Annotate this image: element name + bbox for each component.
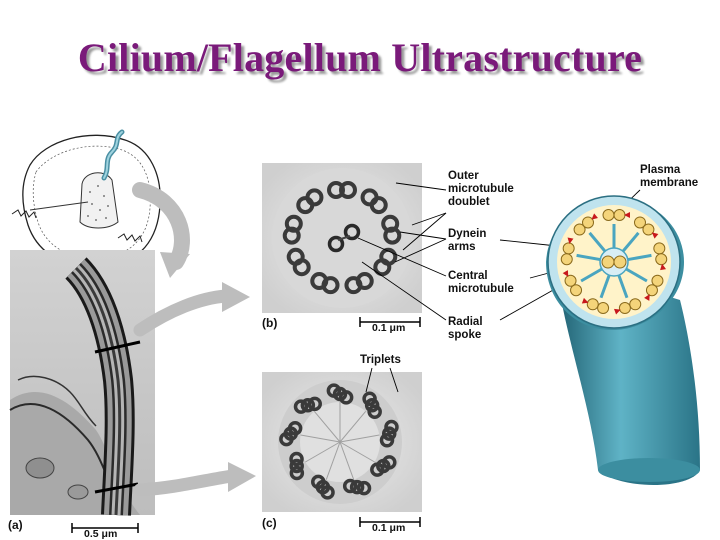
triplet-tubule	[379, 433, 395, 448]
label-outer-microtubule-doublet: Outer microtubule doublet	[448, 170, 514, 208]
doublet-tubule	[645, 284, 658, 297]
panel-label-b: (b)	[262, 316, 278, 330]
triplet-tubule	[342, 478, 358, 494]
cilium-3d-model	[546, 195, 700, 485]
scale-label-b: 0.1 μm	[372, 322, 406, 334]
radial-spoke	[617, 274, 629, 299]
triplet-tubule	[300, 397, 316, 413]
triplet-tubule	[338, 390, 354, 405]
doublet-tubule	[344, 276, 363, 295]
cartwheel-spoke	[339, 441, 355, 480]
doublet-tubule	[564, 274, 577, 287]
scale-label-c: 0.1 μm	[372, 522, 406, 534]
triplet-tubule	[370, 462, 385, 477]
doublet-tubule	[373, 258, 392, 277]
panel-label-a: (a)	[8, 518, 23, 532]
doublet-tubule	[629, 298, 642, 311]
doublet-tubule	[573, 223, 586, 236]
radial-spoke	[627, 253, 652, 262]
doublet-tubule	[651, 274, 664, 287]
cell-sketch	[11, 129, 161, 270]
doublet-tubule	[310, 272, 329, 291]
triplet-tubule	[356, 480, 372, 496]
doublet-tubule	[562, 242, 575, 255]
panel-label-c: (c)	[262, 516, 277, 530]
doublet-tubule	[618, 302, 631, 315]
dynein-arm	[660, 263, 667, 271]
triplet-tubule	[289, 465, 305, 481]
doublet-tubule	[305, 188, 324, 207]
label-triplets: Triplets	[360, 354, 401, 366]
triplet-tubule	[307, 396, 322, 412]
doublet-tubule	[655, 253, 668, 266]
doublet-tubule	[602, 209, 615, 221]
radial-spoke	[599, 274, 611, 299]
radial-spoke	[621, 231, 640, 253]
triplet-tubule	[311, 474, 326, 490]
cartwheel-spoke	[339, 441, 375, 463]
cartwheel-spoke	[325, 441, 341, 480]
dynein-arm	[624, 212, 630, 218]
dynein-arm	[644, 294, 650, 301]
triplets-pointers	[365, 367, 399, 393]
triplet-tubule	[293, 399, 309, 414]
doublet-tubule	[560, 253, 573, 266]
radial-spoke	[625, 267, 648, 283]
radial-spoke	[588, 231, 607, 253]
triplet-tubule	[287, 420, 303, 436]
em-panel-b	[262, 163, 422, 327]
scale-label-a: 0.5 μm	[84, 528, 118, 540]
triplet-tubule	[289, 458, 304, 474]
radial-spoke	[580, 267, 603, 283]
doublet-tubule	[284, 214, 303, 233]
label-plasma-membrane: Plasma membrane	[640, 164, 699, 189]
triplet-tubule	[384, 419, 399, 435]
label-radial-spoke: Radial spoke	[448, 316, 483, 341]
cartwheel-spoke	[305, 441, 341, 463]
triplet-tubule	[349, 479, 365, 495]
doublet-tubule	[286, 247, 305, 266]
dynein-arm	[614, 308, 621, 315]
triplet-tubule	[367, 404, 382, 419]
doublet-tubule	[633, 216, 646, 229]
dynein-arm	[581, 297, 589, 304]
cartwheel-spoke	[300, 434, 341, 443]
arrow-sketch-to-b	[132, 182, 190, 278]
cartwheel-spoke	[313, 411, 341, 443]
doublet-tubule	[653, 242, 666, 255]
arrow-a-to-c	[133, 462, 256, 497]
em-panel-a	[9, 250, 155, 533]
label-dynein-arms: Dynein arms	[448, 228, 487, 253]
doublet-tubule	[642, 223, 655, 236]
label-central-microtubule: Central microtubule	[448, 270, 514, 295]
dynein-arm	[591, 213, 598, 220]
triplet-tubule	[289, 451, 304, 467]
doublet-tubule	[339, 181, 357, 199]
doublet-tubule	[383, 226, 402, 245]
triplet-tubule	[381, 426, 397, 441]
arrow-a-to-b	[133, 282, 250, 337]
doublet-tubule	[586, 298, 599, 311]
em-panel-c	[262, 372, 422, 527]
cartwheel-spoke	[339, 434, 380, 443]
doublet-tubule	[613, 209, 626, 221]
dynein-arm	[562, 270, 569, 277]
dynein-arm	[651, 232, 659, 239]
doublet-tubule	[570, 284, 583, 297]
cartwheel-spoke	[339, 411, 367, 443]
dynein-arm	[567, 237, 574, 244]
doublet-tubule	[582, 216, 595, 229]
doublet-tubule	[369, 196, 388, 215]
radial-spoke	[576, 253, 601, 262]
page-title: Cilium/Flagellum Ultrastructure	[77, 35, 643, 80]
doublet-tubule	[597, 302, 610, 315]
